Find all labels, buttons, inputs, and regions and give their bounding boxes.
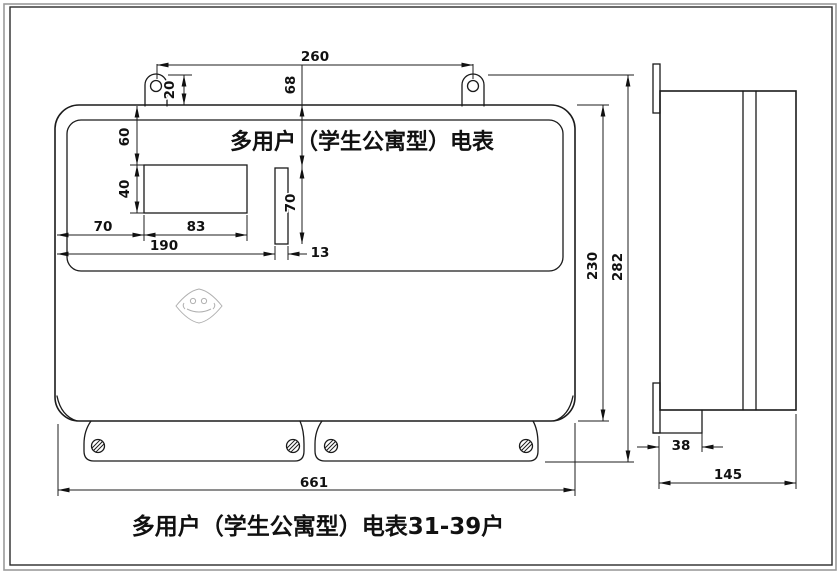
dimensions: 260 20 68 70 60 40 70: [57, 48, 797, 496]
dim-70-left: 70: [57, 215, 145, 241]
svg-text:40: 40: [117, 180, 133, 199]
dim-20: 20: [161, 74, 192, 105]
dim-282: 282: [488, 74, 634, 463]
side-view: [652, 63, 797, 434]
dim-38: 38: [637, 433, 723, 456]
ear-hole-right: [466, 79, 480, 93]
enclosure-outline: [54, 104, 576, 422]
mount-flange-bottom: [652, 382, 661, 434]
mounting-ear-left: [144, 73, 168, 107]
svg-text:60: 60: [117, 128, 133, 147]
screw-3: [323, 438, 339, 454]
front-view: 多用户（学生公寓型）电表: [54, 73, 576, 462]
svg-text:83: 83: [187, 219, 206, 235]
dim-230: 230: [577, 104, 609, 422]
dim-260: 260: [156, 48, 474, 79]
brand-logo: [175, 288, 223, 324]
dim-40: 40: [116, 165, 144, 214]
card-slot: [274, 167, 289, 245]
mount-flange-top: [652, 63, 661, 114]
dim-83: 83: [144, 215, 248, 241]
svg-text:38: 38: [672, 438, 691, 454]
svg-text:145: 145: [714, 467, 742, 483]
side-body: [659, 90, 797, 411]
ear-hole-left: [149, 79, 163, 93]
svg-text:70: 70: [283, 194, 299, 213]
svg-text:661: 661: [300, 475, 328, 491]
screw-2: [285, 438, 301, 454]
dim-190: 190: [57, 237, 276, 260]
terminal-flap-right: [314, 420, 539, 462]
corner-curve-right: [553, 395, 574, 422]
screw-1: [90, 438, 106, 454]
svg-text:190: 190: [150, 238, 178, 254]
dim-145: 145: [658, 414, 797, 489]
corner-curve-left: [56, 395, 78, 422]
screw-4: [518, 438, 534, 454]
terminal-flap-left: [83, 420, 305, 462]
svg-text:20: 20: [162, 81, 178, 100]
svg-text:282: 282: [610, 253, 626, 281]
sheet-frame: [3, 3, 837, 571]
display-window: [143, 164, 248, 214]
dim-661: 661: [57, 423, 576, 496]
panel-title: 多用户（学生公寓型）电表: [230, 129, 495, 155]
svg-text:13: 13: [311, 245, 330, 261]
dim-70-slot: 70: [282, 167, 305, 244]
drawing-caption: 多用户（学生公寓型）电表31-39户: [132, 513, 505, 540]
svg-text:68: 68: [283, 76, 299, 95]
dim-13: 13: [287, 244, 331, 263]
cover-panel: [66, 119, 564, 272]
svg-text:260: 260: [301, 49, 329, 65]
svg-text:70: 70: [94, 219, 113, 235]
dim-68: 68: [282, 65, 305, 167]
dim-60: 60: [116, 106, 144, 166]
svg-text:230: 230: [585, 252, 601, 280]
